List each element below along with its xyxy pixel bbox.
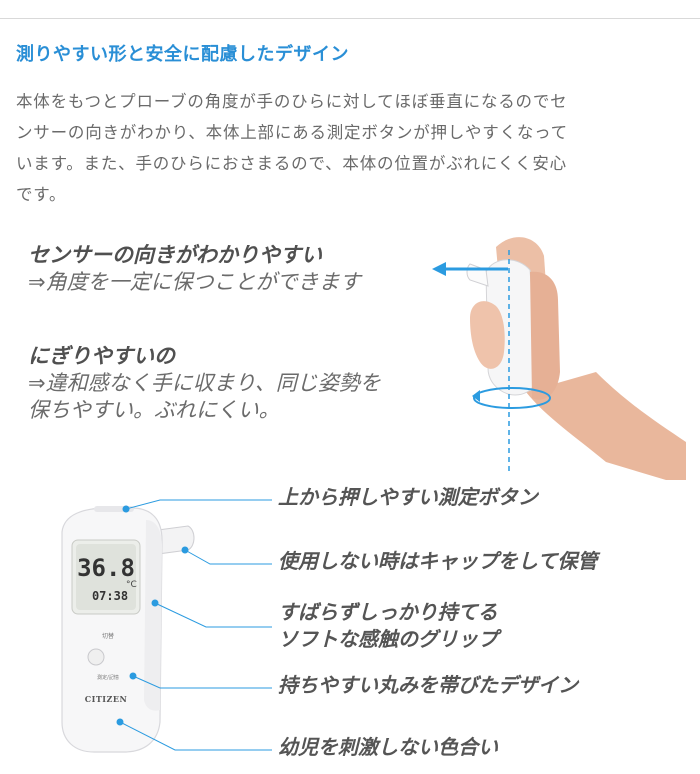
callout-text: 幼児を刺激しない色合い bbox=[278, 735, 498, 759]
lcd-time: 07:38 bbox=[92, 589, 128, 603]
callout-cap-storage: 使用しない時はキャップをして保管 bbox=[278, 548, 597, 575]
device-mode-button bbox=[87, 648, 105, 666]
feature-title: にぎりやすいの bbox=[28, 344, 175, 368]
callout-text: 持ちやすい丸みを帯びたデザイン bbox=[278, 673, 578, 697]
callout-gentle-color: 幼児を刺激しない色合い bbox=[278, 734, 498, 761]
feature-sensor-direction: センサーの向きがわかりやすい ⇒角度を一定に保つことができます bbox=[28, 242, 361, 296]
lead-line: ンサーの向きがわかり、本体上部にある測定ボタンが押しやすくなって bbox=[16, 123, 568, 142]
lead-line: 本体をもつとプローブの角度が手のひらに対してほぼ垂直になるのでセ bbox=[16, 92, 568, 111]
callout-soft-grip: すばらずしっかり持てる ソフトな感触のグリップ bbox=[278, 599, 498, 653]
lead-line: います。また、手のひらにおさまるので、本体の位置がぶれにくく安心 bbox=[16, 154, 567, 173]
callout-text: ソフトな感触のグリップ bbox=[278, 627, 498, 651]
lcd-temperature: 36.8 bbox=[77, 554, 135, 582]
section-heading: 測りやすい形と安全に配慮したデザイン bbox=[16, 44, 349, 65]
top-divider bbox=[0, 18, 700, 19]
feature-desc: ⇒違和感なく手に収まり、同じ姿勢を bbox=[28, 371, 381, 395]
callout-text: 使用しない時はキャップをして保管 bbox=[278, 549, 598, 573]
callout-rounded-design: 持ちやすい丸みを帯びたデザイン bbox=[278, 672, 578, 699]
hand-holding-thermometer-photo bbox=[432, 237, 686, 480]
device-button-label: 切替 bbox=[102, 632, 114, 640]
lead-line: です。 bbox=[16, 185, 67, 204]
callout-top-button: 上から押しやすい測定ボタン bbox=[278, 484, 538, 511]
feature-desc: 保ちやすい。ぶれにくい。 bbox=[28, 398, 280, 422]
device-button-label-2: 測定/記憶 bbox=[97, 674, 119, 681]
feature-easy-grip: にぎりやすいの ⇒違和感なく手に収まり、同じ姿勢を 保ちやすい。ぶれにくい。 bbox=[28, 343, 381, 424]
lead-paragraph: 本体をもつとプローブの角度が手のひらに対してほぼ垂直になるのでセ ンサーの向きが… bbox=[16, 86, 686, 210]
thermometer-device-illustration: 36.8 °C 07:38 切替 測定/記憶 CITIZEN bbox=[61, 506, 195, 753]
callout-text: すばらずしっかり持てる bbox=[278, 600, 498, 624]
brand-logo: CITIZEN bbox=[85, 694, 128, 704]
lcd-unit: °C bbox=[126, 580, 137, 590]
callout-text: 上から押しやすい測定ボタン bbox=[278, 485, 538, 509]
feature-desc: ⇒角度を一定に保つことができます bbox=[28, 270, 361, 294]
feature-title: センサーの向きがわかりやすい bbox=[28, 243, 322, 267]
